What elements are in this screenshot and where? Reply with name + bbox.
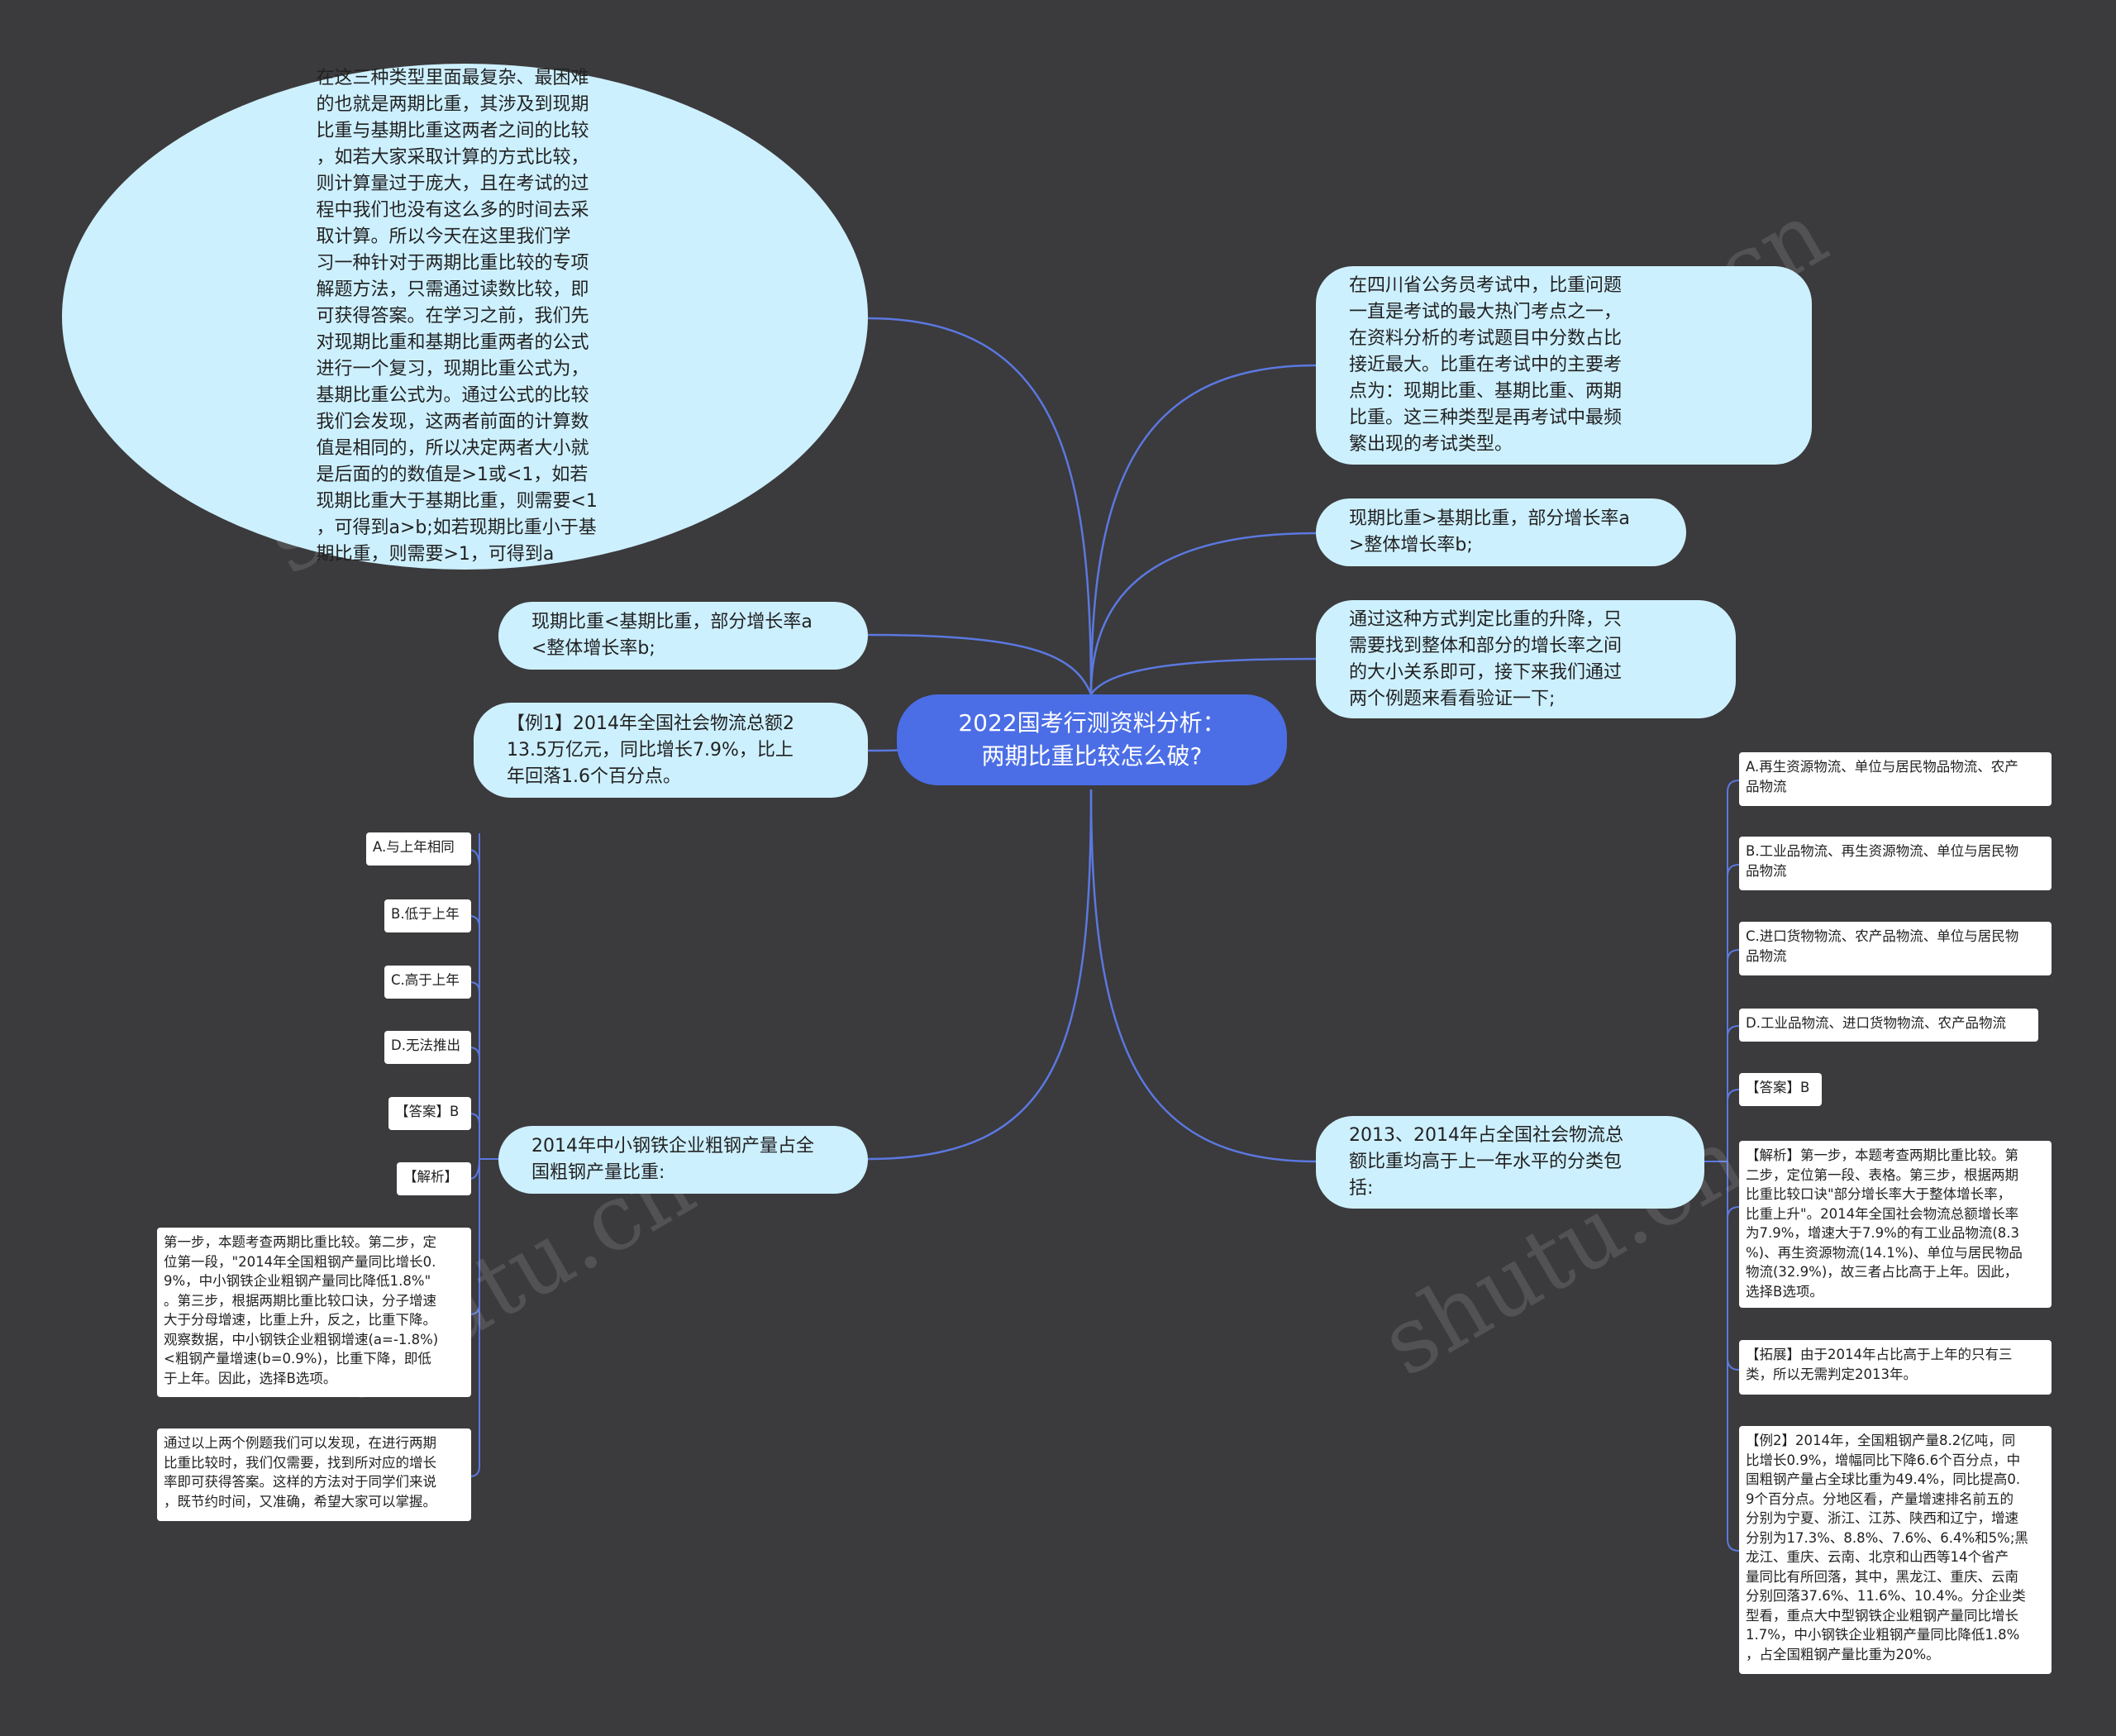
q2-option-d[interactable]: D.无法推出	[384, 1031, 471, 1064]
method-node[interactable]: 通过这种方式判定比重的升降，只 需要找到整体和部分的增长率之间 的大小关系即可，…	[1316, 600, 1736, 718]
link-root-method	[1089, 657, 1317, 695]
link-root-rule-greater	[1089, 532, 1317, 695]
left-intro-text: 在这三种类型里面最复杂、最困难 的也就是两期比重，其涉及到现期 比重与基期比重这…	[316, 68, 598, 565]
q1-extension[interactable]: 【拓展】由于2014年占比高于上年的只有三 类，所以无需判定2013年。	[1739, 1340, 2052, 1395]
link-root-q1	[1089, 789, 1317, 1163]
method-text: 通过这种方式判定比重的升降，只 需要找到整体和部分的增长率之间 的大小关系即可，…	[1349, 608, 1623, 709]
q1-node[interactable]: 2013、2014年占全国社会物流总 额比重均高于上一年水平的分类包 括:	[1316, 1116, 1704, 1209]
link-root-q2	[867, 789, 1093, 1161]
example1-text: 【例1】2014年全国社会物流总额2 13.5万亿元，同比增长7.9%，比上 年…	[507, 713, 794, 787]
right-intro-text: 在四川省公务员考试中，比重问题 一直是考试的最大热门考点之一， 在资料分析的考试…	[1349, 275, 1623, 455]
q1-answer[interactable]: 【答案】B	[1739, 1073, 1822, 1106]
q2-text: 2014年中小钢铁企业粗钢产量占全 国粗钢产量比重:	[531, 1136, 814, 1183]
q2-option-b[interactable]: B.低于上年	[384, 899, 471, 932]
right-intro-node[interactable]: 在四川省公务员考试中，比重问题 一直是考试的最大热门考点之一， 在资料分析的考试…	[1316, 266, 1812, 465]
q1-text: 2013、2014年占全国社会物流总 额比重均高于上一年水平的分类包 括:	[1349, 1125, 1623, 1199]
rule-less-node[interactable]: 现期比重<基期比重，部分增长率a <整体增长率b;	[498, 602, 868, 670]
link-root-rule-less	[867, 633, 1093, 695]
root-topic[interactable]: 2022国考行测资料分析： 两期比重比较怎么破?	[897, 694, 1287, 785]
rule-less-text: 现期比重<基期比重，部分增长率a <整体增长率b;	[531, 612, 813, 659]
q2-analysis-label[interactable]: 【解析】	[397, 1162, 471, 1195]
q2-option-c[interactable]: C.高于上年	[384, 966, 471, 999]
q1-option-d[interactable]: D.工业品物流、进口货物物流、农产品物流	[1739, 1009, 2038, 1042]
example2-note[interactable]: 【例2】2014年，全国粗钢产量8.2亿吨，同 比增长0.9%，增幅同比下降6.…	[1739, 1426, 2052, 1674]
rule-greater-text: 现期比重>基期比重，部分增长率a >整体增长率b;	[1349, 508, 1630, 556]
example1-node[interactable]: 【例1】2014年全国社会物流总额2 13.5万亿元，同比增长7.9%，比上 年…	[474, 703, 868, 798]
link-root-intro-left	[867, 317, 1093, 695]
q2-option-a[interactable]: A.与上年相同	[366, 832, 471, 866]
root-title: 2022国考行测资料分析： 两期比重比较怎么破?	[958, 709, 1226, 770]
q1-analysis[interactable]: 【解析】第一步，本题考查两期比重比较。第 二步，定位第一段、表格。第三步，根据两…	[1739, 1141, 2052, 1308]
q1-option-c[interactable]: C.进口货物物流、农产品物流、单位与居民物 品物流	[1739, 922, 2052, 975]
rule-greater-node[interactable]: 现期比重>基期比重，部分增长率a >整体增长率b;	[1316, 498, 1686, 566]
q1-option-b[interactable]: B.工业品物流、再生资源物流、单位与居民物 品物流	[1739, 837, 2052, 890]
left-intro-node[interactable]: 在这三种类型里面最复杂、最困难 的也就是两期比重，其涉及到现期 比重与基期比重这…	[62, 64, 868, 570]
link-root-intro-right	[1089, 364, 1317, 695]
q2-answer[interactable]: 【答案】B	[388, 1097, 471, 1130]
q1-option-a[interactable]: A.再生资源物流、单位与居民物品物流、农产 品物流	[1739, 752, 2052, 806]
q2-node[interactable]: 2014年中小钢铁企业粗钢产量占全 国粗钢产量比重:	[498, 1126, 868, 1194]
summary-note[interactable]: 通过以上两个例题我们可以发现，在进行两期 比重比较时，我们仅需要，找到所对应的增…	[157, 1428, 471, 1521]
q2-analysis[interactable]: 第一步，本题考查两期比重比较。第二步，定 位第一段，"2014年全国粗钢产量同比…	[157, 1228, 471, 1397]
